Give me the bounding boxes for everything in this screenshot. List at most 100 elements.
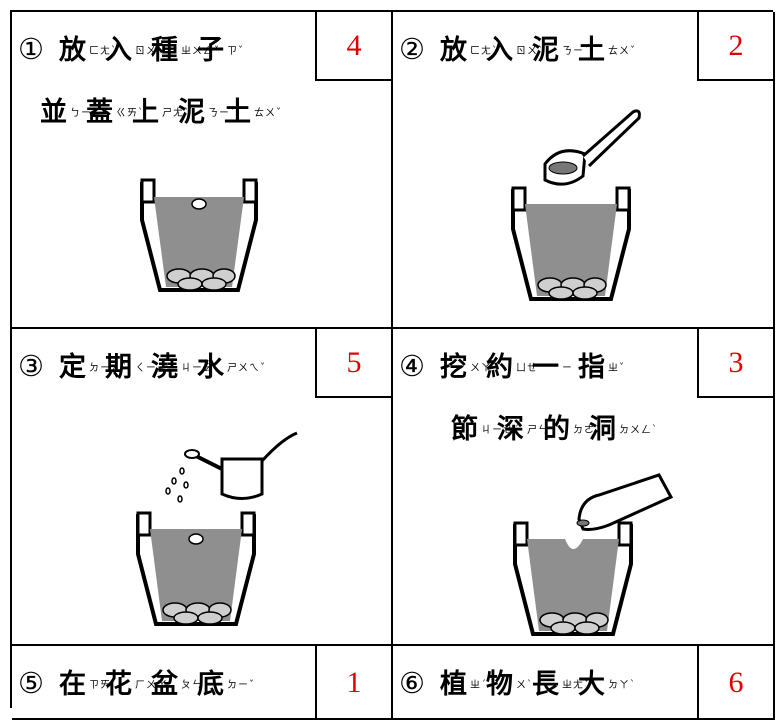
bopomofo-annotation: ㄉㄧㄥˋ [89,362,128,374]
step-2-char: 放 [440,35,468,66]
step-4-text1: 挖ㄨㄚ約ㄩㄝ一ㄧ指ㄓˇ [440,352,624,383]
step-1-line2: 並ㄅㄧㄥˋ蓋ㄍㄞˋ上ㄕㄤˋ泥ㄋㄧˊ土ㄊㄨˇ [40,90,282,129]
bopomofo-annotation: ㄉㄨㄥˋ [619,424,658,436]
step-4-char: 洞 [589,414,617,445]
step-4-char: 約 [486,352,514,383]
bopomofo-annotation: ㄩㄝ [516,362,538,374]
step-4-char: 一 [532,352,560,383]
step-1-marker: ① [18,32,45,66]
bopomofo-annotation: ㄖㄨˋ [135,45,163,57]
step-1-char: 泥 [178,97,206,128]
step-6-char: 物 [486,669,514,700]
bopomofo-annotation: ㄊㄨˇ [254,107,282,119]
step-4-char: 挖 [440,352,468,383]
step-5-order: 1 [315,646,391,720]
step-2-order: 2 [697,12,773,81]
step-3-marker: ③ [18,349,45,383]
step-1-char: 土 [224,97,252,128]
step-3-char: 水 [197,352,225,383]
bopomofo-annotation: ㄋㄧˊ [562,45,590,57]
bopomofo-annotation: ㄨㄚ [470,362,492,374]
bopomofo-annotation: ㄕㄤˋ [162,107,190,119]
bopomofo-annotation: ㄓˊ [470,679,487,691]
step-1-char: 種 [151,35,179,66]
bopomofo-annotation: ㄉㄧˇ [227,679,255,691]
step-4-line2: 節ㄐㄧㄝˊ深ㄕㄣ的ㄉㄜ˙洞ㄉㄨㄥˋ [451,407,658,446]
step-5-char: 花 [105,669,133,700]
bopomofo-annotation: ㄐㄧㄝˊ [481,424,520,436]
step-2-char: 泥 [532,35,560,66]
step-4-char: 節 [451,414,479,445]
bopomofo-annotation: ㄈㄤˋ [89,45,117,57]
step-1-char: 並 [40,97,68,128]
step-5-marker: ⑤ [18,666,45,700]
step-3-char: 澆 [151,352,179,383]
step-5-char: 在 [59,669,87,700]
finger-digging-hole-icon [513,473,674,636]
bopomofo-annotation: ㄓㄨㄥˇ [181,45,220,57]
step-3-char: 定 [59,352,87,383]
step-6-char: 長 [532,669,560,700]
bopomofo-annotation: ㄕㄣ [527,424,549,436]
step-2-line1: ② 放ㄈㄤˋ入ㄖㄨˋ泥ㄋㄧˊ土ㄊㄨˇ [399,28,635,67]
bopomofo-annotation: ㄨˋ [516,679,533,691]
step-cell-2: ② 放ㄈㄤˋ入ㄖㄨˋ泥ㄋㄧˊ土ㄊㄨˇ 2 [393,12,775,329]
bopomofo-annotation: ㄉㄜ˙ [573,424,601,436]
step-2-char: 土 [578,35,606,66]
step-3-char: 期 [105,352,133,383]
bopomofo-annotation: ㄓˇ [608,362,625,374]
step-1-text1: 放ㄈㄤˋ入ㄖㄨˋ種ㄓㄨㄥˇ子ㄗˇ [59,35,243,66]
bopomofo-annotation: ㄈㄤˋ [470,45,498,57]
bopomofo-annotation: ㄗˇ [227,45,244,57]
step-2-char: 入 [486,35,514,66]
bopomofo-annotation: ㄍㄞˋ [116,107,144,119]
bopomofo-annotation: ㄋㄧˊ [208,107,236,119]
pot-with-seed-icon [140,178,258,292]
bopomofo-annotation: ㄆㄣˊ [181,679,209,691]
watering-can-icon [136,431,298,626]
bopomofo-annotation: ㄕㄨㄟˇ [227,362,266,374]
step-4-text2: 節ㄐㄧㄝˊ深ㄕㄣ的ㄉㄜ˙洞ㄉㄨㄥˋ [451,414,658,445]
step-6-char: 植 [440,669,468,700]
bopomofo-annotation: ㄅㄧㄥˋ [70,107,109,119]
step-1-order: 4 [315,12,391,81]
step-5-text1: 在ㄗㄞˋ花ㄏㄨㄚ盆ㄆㄣˊ底ㄉㄧˇ [59,669,255,700]
bopomofo-annotation: ㄧ [562,362,573,374]
trowel-and-pot-icon [511,109,641,301]
bopomofo-annotation: ㄏㄨㄚ [135,679,168,691]
step-1-char: 子 [197,35,225,66]
step-2-marker: ② [399,32,426,66]
step-4-char: 的 [543,414,571,445]
step-3-text1: 定ㄉㄧㄥˋ期ㄑㄧˊ澆ㄐㄧㄠ水ㄕㄨㄟˇ [59,352,266,383]
step-4-char: 指 [578,352,606,383]
step-1-char: 入 [105,35,133,66]
step-1-char: 蓋 [86,97,114,128]
bopomofo-annotation: ㄐㄧㄠ [181,362,214,374]
step-1-char: 上 [132,97,160,128]
bopomofo-annotation: ㄖㄨˋ [516,45,544,57]
bopomofo-annotation: ㄑㄧˊ [135,362,163,374]
bopomofo-annotation: ㄗㄞˋ [89,679,117,691]
step-4-order: 3 [697,329,773,398]
bopomofo-annotation: ㄓㄤˇ [562,679,590,691]
step-4-marker: ④ [399,349,426,383]
step-1-line1: ① 放ㄈㄤˋ入ㄖㄨˋ種ㄓㄨㄥˇ子ㄗˇ [18,28,243,67]
step-4-char: 深 [497,414,525,445]
step-1-text2: 並ㄅㄧㄥˋ蓋ㄍㄞˋ上ㄕㄤˋ泥ㄋㄧˊ土ㄊㄨˇ [40,97,282,128]
step-6-marker: ⑥ [399,666,426,700]
step-2-text1: 放ㄈㄤˋ入ㄖㄨˋ泥ㄋㄧˊ土ㄊㄨˇ [440,35,635,66]
step-6-char: 大 [578,669,606,700]
step-5-char: 盆 [151,669,179,700]
step-5-char: 底 [197,669,225,700]
bopomofo-annotation: ㄉㄚˋ [608,679,636,691]
step-3-order: 5 [315,329,391,398]
